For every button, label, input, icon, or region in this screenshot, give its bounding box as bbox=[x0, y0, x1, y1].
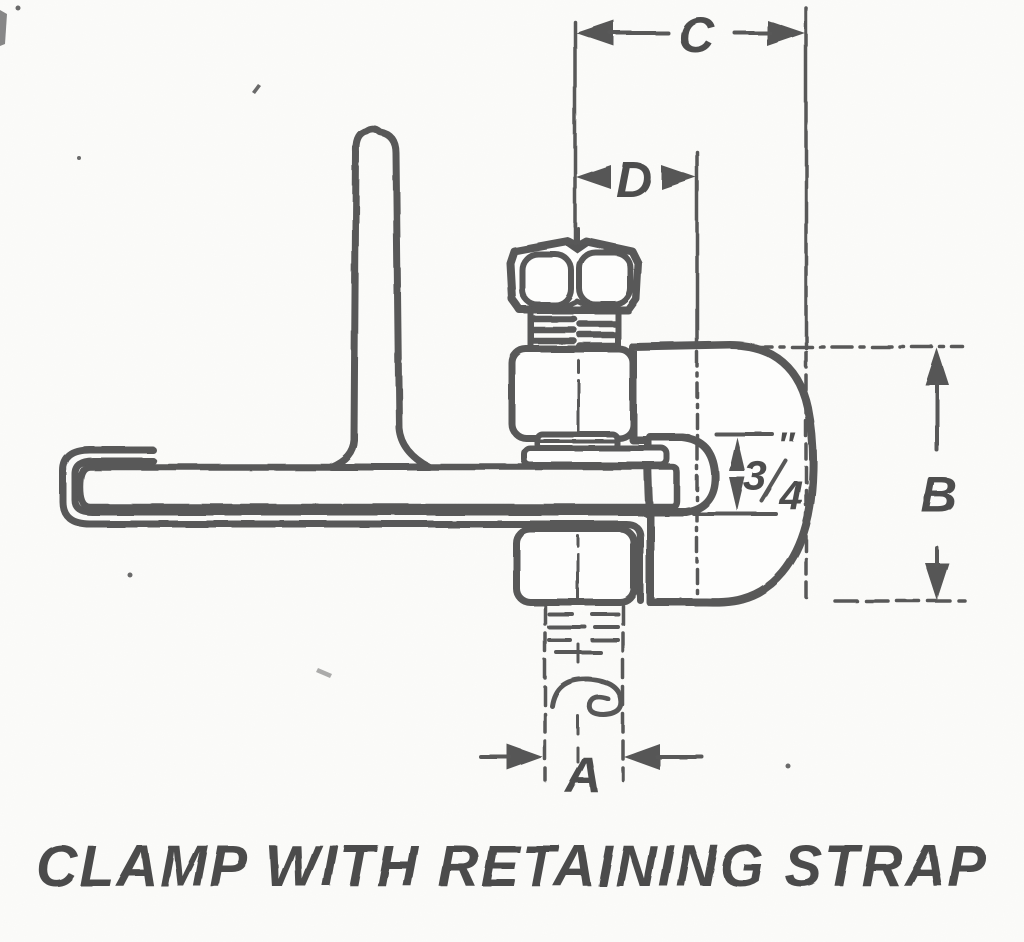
dimension-c: C bbox=[573, 6, 808, 602]
inch-mark: ″ bbox=[778, 426, 796, 464]
dimension-b: B bbox=[750, 345, 967, 603]
hex-top-notch bbox=[564, 244, 590, 253]
dim-c-label: C bbox=[678, 7, 715, 63]
drawing-title: CLAMP WITH RETAINING STRAP bbox=[36, 834, 988, 899]
dim-b-label: B bbox=[921, 467, 957, 523]
dimension-d: D bbox=[576, 150, 699, 604]
dim-d-label: D bbox=[616, 152, 652, 208]
dimension-throat: 3 4 ″ bbox=[692, 426, 803, 519]
hanger-rod bbox=[543, 226, 625, 782]
dimension-a: A bbox=[479, 744, 704, 803]
rod-break-symbol bbox=[549, 676, 624, 718]
clamp-upper-boss bbox=[508, 345, 637, 442]
dim-a-label: A bbox=[563, 747, 601, 803]
set-screw-threads bbox=[528, 309, 621, 352]
throat-denominator: 4 bbox=[778, 472, 802, 519]
scan-artifacts bbox=[0, 5, 791, 769]
clamp-lower-boss bbox=[512, 525, 638, 606]
set-screw-hex-head bbox=[506, 237, 642, 314]
hex-bottom-notch bbox=[557, 298, 597, 312]
throat-numerator: 3 bbox=[743, 452, 766, 499]
beam-flange-section bbox=[76, 463, 681, 511]
rod-thread-lines bbox=[547, 612, 620, 654]
fraction-slash bbox=[760, 459, 788, 503]
